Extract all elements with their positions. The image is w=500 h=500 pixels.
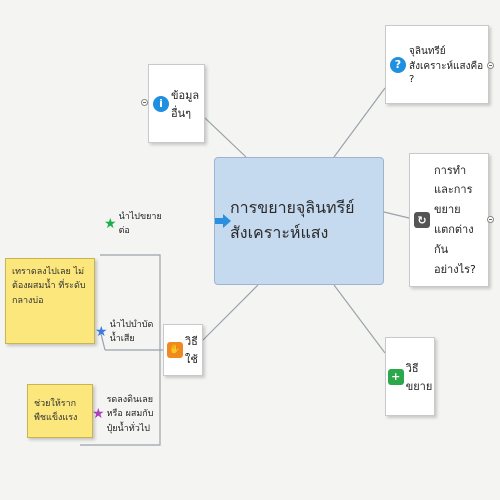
branch-preparation[interactable]: ↻ การทำและการขยาย แตกต่างกันอย่างไร? — [409, 153, 489, 287]
usage-leaf-3[interactable]: ★ รดลงดินเลย หรือ ผสมกับปุ๋ยน้ำทั่วไป — [92, 393, 158, 436]
branch-what-is-label: จุลินทรีย์สังเคราะห์แสงคือ ? — [409, 46, 484, 85]
question-icon: ? — [390, 56, 406, 73]
star-icon: ★ — [95, 324, 108, 341]
branch-other-info-label: ข้อมูลอื่นๆ — [171, 88, 200, 120]
star-icon: ★ — [92, 406, 105, 423]
arrow-right-icon — [215, 214, 231, 228]
central-topic-label: การขยายจุลินทรีย์สังเคราะห์แสง — [229, 198, 355, 242]
share-icon: ↻ — [414, 212, 430, 228]
usage-leaf-1[interactable]: ★ นำไปขยายต่อ — [104, 210, 164, 239]
collapse-toggle-what-is[interactable] — [487, 62, 494, 69]
collapse-toggle-other-info[interactable] — [141, 99, 148, 106]
branch-what-is[interactable]: ? จุลินทรีย์สังเคราะห์แสงคือ ? — [385, 25, 489, 104]
collapse-toggle-preparation[interactable] — [487, 216, 494, 223]
central-topic[interactable]: การขยายจุลินทรีย์สังเคราะห์แสง — [214, 157, 384, 285]
branch-method-label: วิธีขยาย — [405, 361, 433, 393]
usage-leaf-2-label: นำไปบำบัดน้ำเสีย — [109, 320, 154, 345]
branch-other-info[interactable]: i ข้อมูลอื่นๆ — [148, 64, 205, 143]
usage-leaf-3-label: รดลงดินเลย หรือ ผสมกับปุ๋ยน้ำทั่วไป — [106, 395, 154, 434]
note-soil[interactable]: ช่วยให้รากพืชแข็งแรง — [27, 384, 93, 438]
star-icon: ★ — [104, 216, 117, 233]
hand-icon: ✋ — [167, 342, 183, 358]
plus-icon: + — [387, 368, 404, 385]
branch-usage-label: วิธีใช้ — [185, 335, 198, 366]
branch-method[interactable]: + วิธีขยาย — [385, 337, 435, 416]
usage-leaf-1-label: นำไปขยายต่อ — [118, 212, 162, 237]
info-icon: i — [153, 95, 169, 112]
note-treatment-text: เทราดลงไปเลย ไม่ต้องผสมน้ำ ที่ระดับกลางบ… — [12, 267, 86, 306]
note-soil-text: ช่วยให้รากพืชแข็งแรง — [34, 398, 78, 423]
branch-usage[interactable]: ✋ วิธีใช้ — [163, 324, 203, 376]
usage-leaf-2[interactable]: ★ นำไปบำบัดน้ำเสีย — [95, 318, 161, 347]
note-treatment[interactable]: เทราดลงไปเลย ไม่ต้องผสมน้ำ ที่ระดับกลางบ… — [5, 258, 95, 344]
branch-preparation-label: การทำและการขยาย แตกต่างกันอย่างไร? — [434, 163, 476, 276]
